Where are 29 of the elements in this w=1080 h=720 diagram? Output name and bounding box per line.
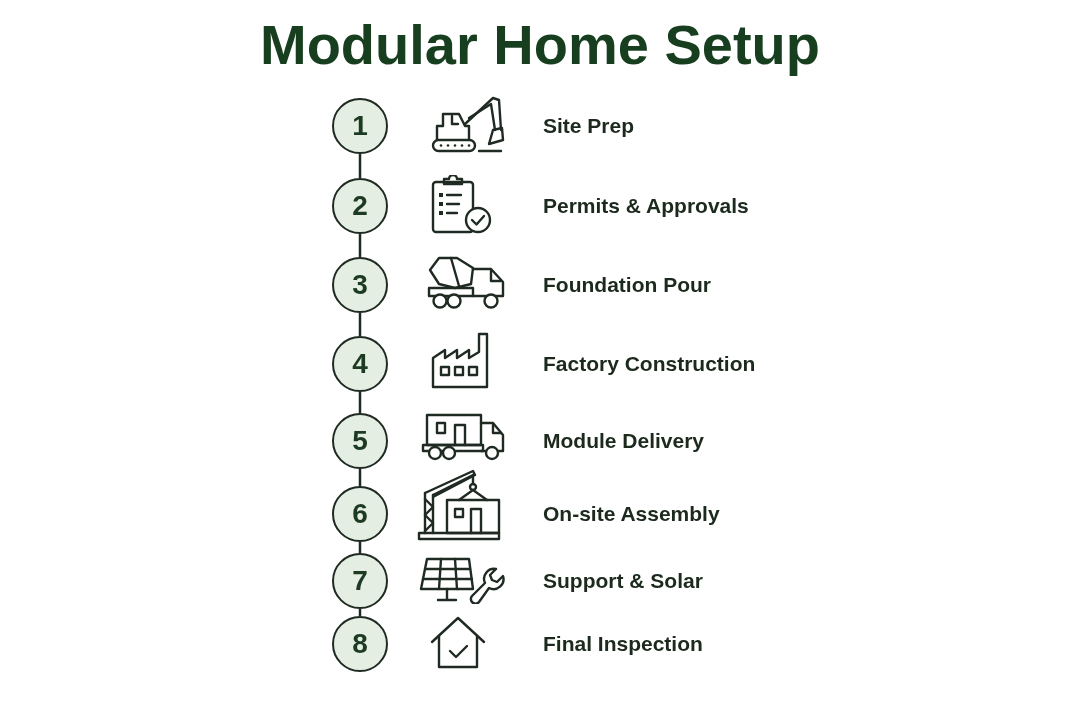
step-number: 3 bbox=[352, 271, 368, 299]
step-circle bbox=[332, 486, 388, 542]
diagram-title: Modular Home Setup bbox=[260, 13, 820, 77]
step-circle bbox=[332, 178, 388, 234]
step-label: Factory Construction bbox=[543, 351, 756, 377]
step-label: Support & Solar bbox=[543, 568, 703, 594]
step-label: On-site Assembly bbox=[543, 501, 720, 527]
step-circle bbox=[332, 413, 388, 469]
step-circle bbox=[332, 98, 388, 154]
step-label: Permits & Approvals bbox=[543, 193, 749, 219]
step-circle bbox=[332, 257, 388, 313]
step-number: 7 bbox=[352, 567, 368, 595]
step-label: Final Inspection bbox=[543, 631, 703, 657]
connector-line bbox=[358, 154, 362, 178]
step-label: Module Delivery bbox=[543, 428, 705, 454]
step-circle bbox=[332, 616, 388, 672]
connector-line bbox=[358, 392, 362, 413]
connector-line bbox=[358, 313, 362, 336]
step-number: 8 bbox=[352, 630, 368, 658]
connector-line bbox=[358, 234, 362, 257]
step-number: 1 bbox=[352, 112, 368, 140]
step-label: Foundation Pour bbox=[543, 272, 711, 298]
step-number: 2 bbox=[352, 192, 368, 220]
step-circle bbox=[332, 336, 388, 392]
step-number: 4 bbox=[352, 350, 368, 378]
step-label: Site Prep bbox=[543, 113, 635, 139]
step-circle bbox=[332, 553, 388, 609]
step-number: 6 bbox=[352, 500, 368, 528]
step-number: 5 bbox=[352, 427, 368, 455]
